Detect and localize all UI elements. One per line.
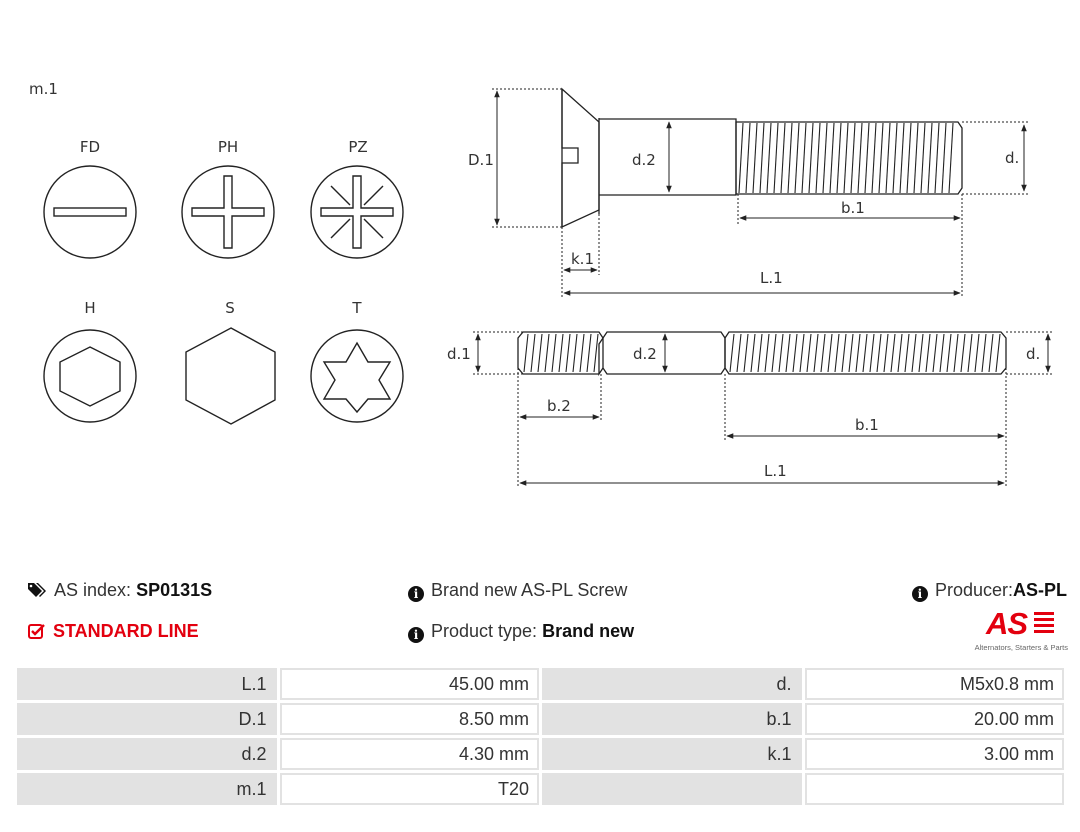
- producer: i Producer:AS-PL: [911, 580, 1067, 602]
- checkbox-icon: [28, 624, 45, 639]
- product-description: i Brand new AS-PL Screw: [408, 580, 627, 602]
- spec-value: 8.50 mm: [279, 703, 539, 735]
- drive-label-pz: PZ: [348, 138, 368, 156]
- pozidriv-drive-icon: [310, 165, 404, 259]
- info-icon: i: [408, 586, 424, 602]
- description-text: Brand new AS-PL Screw: [431, 580, 628, 600]
- table-row: d.2 4.30 mm k.1 3.00 mm: [17, 738, 1064, 770]
- stud-label-d2: d.2: [633, 345, 657, 363]
- as-pl-logo: AS Alternators, Starters & Parts: [964, 608, 1068, 654]
- producer-label: Producer:: [934, 580, 1013, 600]
- tags-icon: [28, 583, 46, 597]
- standard-line-label: STANDARD LINE: [53, 621, 199, 641]
- drive-type-icons: [43, 165, 404, 425]
- screw-thread-lines: [738, 122, 954, 194]
- producer-value: AS-PL: [1013, 580, 1067, 600]
- table-row: D.1 8.50 mm b.1 20.00 mm: [17, 703, 1064, 735]
- standard-line: STANDARD LINE: [28, 621, 199, 642]
- drive-types-heading: m.1: [29, 80, 58, 98]
- specs-table: L.1 45.00 mm d. M5x0.8 mm D.1 8.50 mm b.…: [14, 665, 1067, 808]
- as-index: AS index: SP0131S: [28, 580, 212, 601]
- dim-label-d2: d.2: [632, 151, 656, 169]
- spec-value: 4.30 mm: [279, 738, 539, 770]
- flat-drive-icon: [43, 165, 137, 259]
- drive-label-ph: PH: [217, 138, 239, 156]
- drive-label-s: S: [225, 299, 235, 317]
- table-row: L.1 45.00 mm d. M5x0.8 mm: [17, 668, 1064, 700]
- spec-key: d.2: [17, 738, 277, 770]
- spec-value: 3.00 mm: [804, 738, 1064, 770]
- dim-label-L1: L.1: [760, 269, 783, 287]
- spec-key: b.1: [542, 703, 802, 735]
- drive-label-t: T: [352, 299, 362, 317]
- logo-stripes: [1034, 612, 1054, 633]
- product-type: i Product type: Brand new: [408, 621, 634, 643]
- stud-label-b1: b.1: [855, 416, 879, 434]
- external-hex-drive-icon: [185, 327, 276, 425]
- info-icon: i: [911, 586, 928, 602]
- screw-outline: [561, 87, 963, 229]
- stud-thread-lines-right: [729, 333, 1001, 373]
- spec-value: 45.00 mm: [279, 668, 539, 700]
- product-type-label: Product type:: [431, 621, 538, 641]
- spec-key: [542, 773, 802, 805]
- stud-label-d: d.: [1026, 345, 1040, 363]
- logo-mark: AS: [986, 606, 1028, 641]
- phillips-drive-icon: [181, 165, 275, 259]
- spec-key: m.1: [17, 773, 277, 805]
- drive-label-h: H: [84, 299, 96, 317]
- stud-label-L1: L.1: [764, 462, 787, 480]
- as-index-value: SP0131S: [136, 580, 213, 600]
- dim-label-k1: k.1: [571, 250, 594, 268]
- drive-label-fd: FD: [79, 138, 101, 156]
- table-row: m.1 T20: [17, 773, 1064, 805]
- spec-key: d.: [542, 668, 802, 700]
- technical-drawing: D.1 d.2 d. b.1 k.1 L.1 d.1 d.2 d. b.2 b.…: [447, 87, 1052, 488]
- spec-key: D.1: [17, 703, 277, 735]
- as-index-label: AS index:: [54, 580, 132, 600]
- stud-thread-lines-left: [523, 333, 599, 373]
- spec-value: 20.00 mm: [804, 703, 1064, 735]
- stud-label-b2: b.2: [547, 397, 571, 415]
- spec-key: L.1: [17, 668, 277, 700]
- spec-value: [804, 773, 1064, 805]
- spec-key: k.1: [542, 738, 802, 770]
- stud-dimensions: [473, 331, 1052, 488]
- logo-tagline: Alternators, Starters & Parts: [974, 643, 1068, 652]
- torx-drive-icon: [310, 329, 404, 423]
- hex-socket-drive-icon: [43, 329, 137, 423]
- product-type-value: Brand new: [542, 621, 635, 641]
- spec-value: T20: [279, 773, 539, 805]
- stud-label-d1: d.1: [447, 345, 471, 363]
- dim-label-D1: D.1: [468, 151, 494, 169]
- dim-label-d: d.: [1005, 149, 1019, 167]
- spec-value: M5x0.8 mm: [804, 668, 1064, 700]
- dim-label-b1: b.1: [841, 199, 865, 217]
- screw-dimensions: [492, 88, 1028, 298]
- stud-outline: [517, 331, 1007, 377]
- info-icon: i: [408, 627, 424, 643]
